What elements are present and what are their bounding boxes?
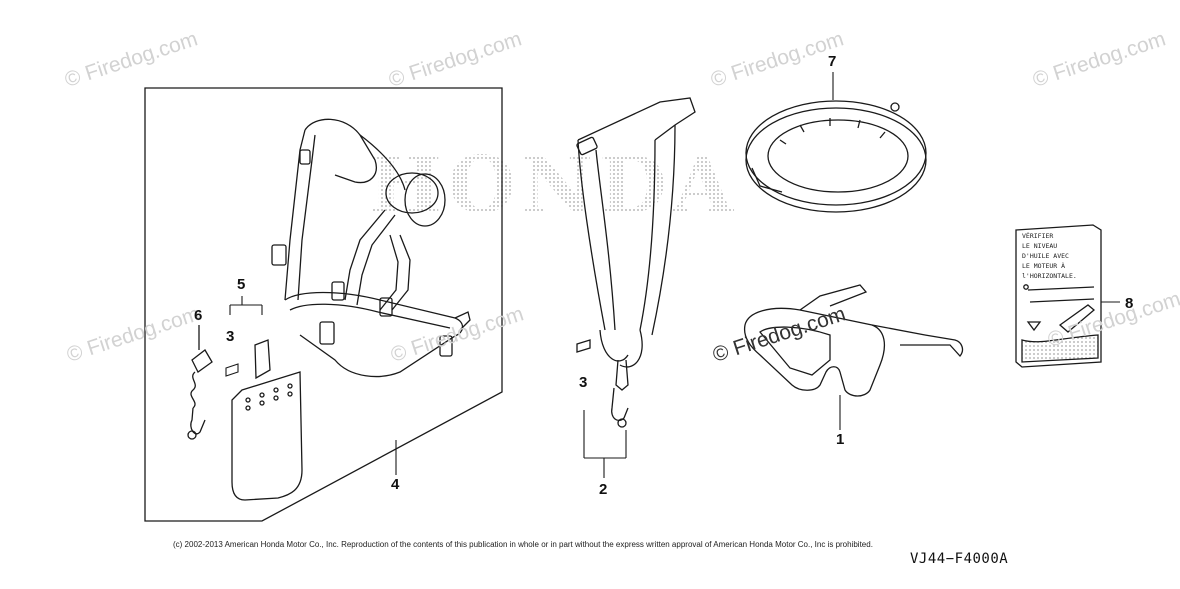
callout-8[interactable]: 8 [1125,295,1134,312]
honda-logo-watermark: HONDA [368,140,739,231]
item-2-bracket [583,410,627,478]
carabiner-hook [187,325,213,440]
clip-pad-icon [225,363,239,377]
strap-pad-icon [576,339,591,353]
leader-lines [395,72,1120,475]
callout-1[interactable]: 1 [836,431,845,448]
oil-warning-label [1015,224,1102,368]
callout-3[interactable]: 3 [226,328,235,345]
item-4-group-box [144,87,503,522]
figure-code: VJ44−F4000A [910,551,1009,567]
item-5-bracket [225,296,263,377]
shoulder-strap [576,97,696,428]
honda-logo-text: HONDA [368,140,739,231]
label-text-line: D'HUILE AVEC [1022,252,1069,260]
callout-5[interactable]: 5 [237,276,246,293]
label-text-line: LE NIVEAU [1022,242,1058,250]
label-text-line: VÉRIFIER [1022,232,1054,240]
callout-3[interactable]: 3 [579,374,588,391]
callout-7[interactable]: 7 [828,53,837,70]
hip-pad [231,339,303,501]
harness-ring [745,100,927,213]
callout-4[interactable]: 4 [391,476,400,493]
shoulder-harness [271,118,471,378]
callout-2[interactable]: 2 [599,481,608,498]
copyright-notice: (c) 2002-2013 American Honda Motor Co., … [173,540,873,549]
label-text-line: l'HORIZONTALE. [1022,272,1077,280]
safety-glasses [743,284,964,397]
label-text-line: LE MOTEUR À [1022,262,1066,270]
callout-6[interactable]: 6 [194,307,203,324]
